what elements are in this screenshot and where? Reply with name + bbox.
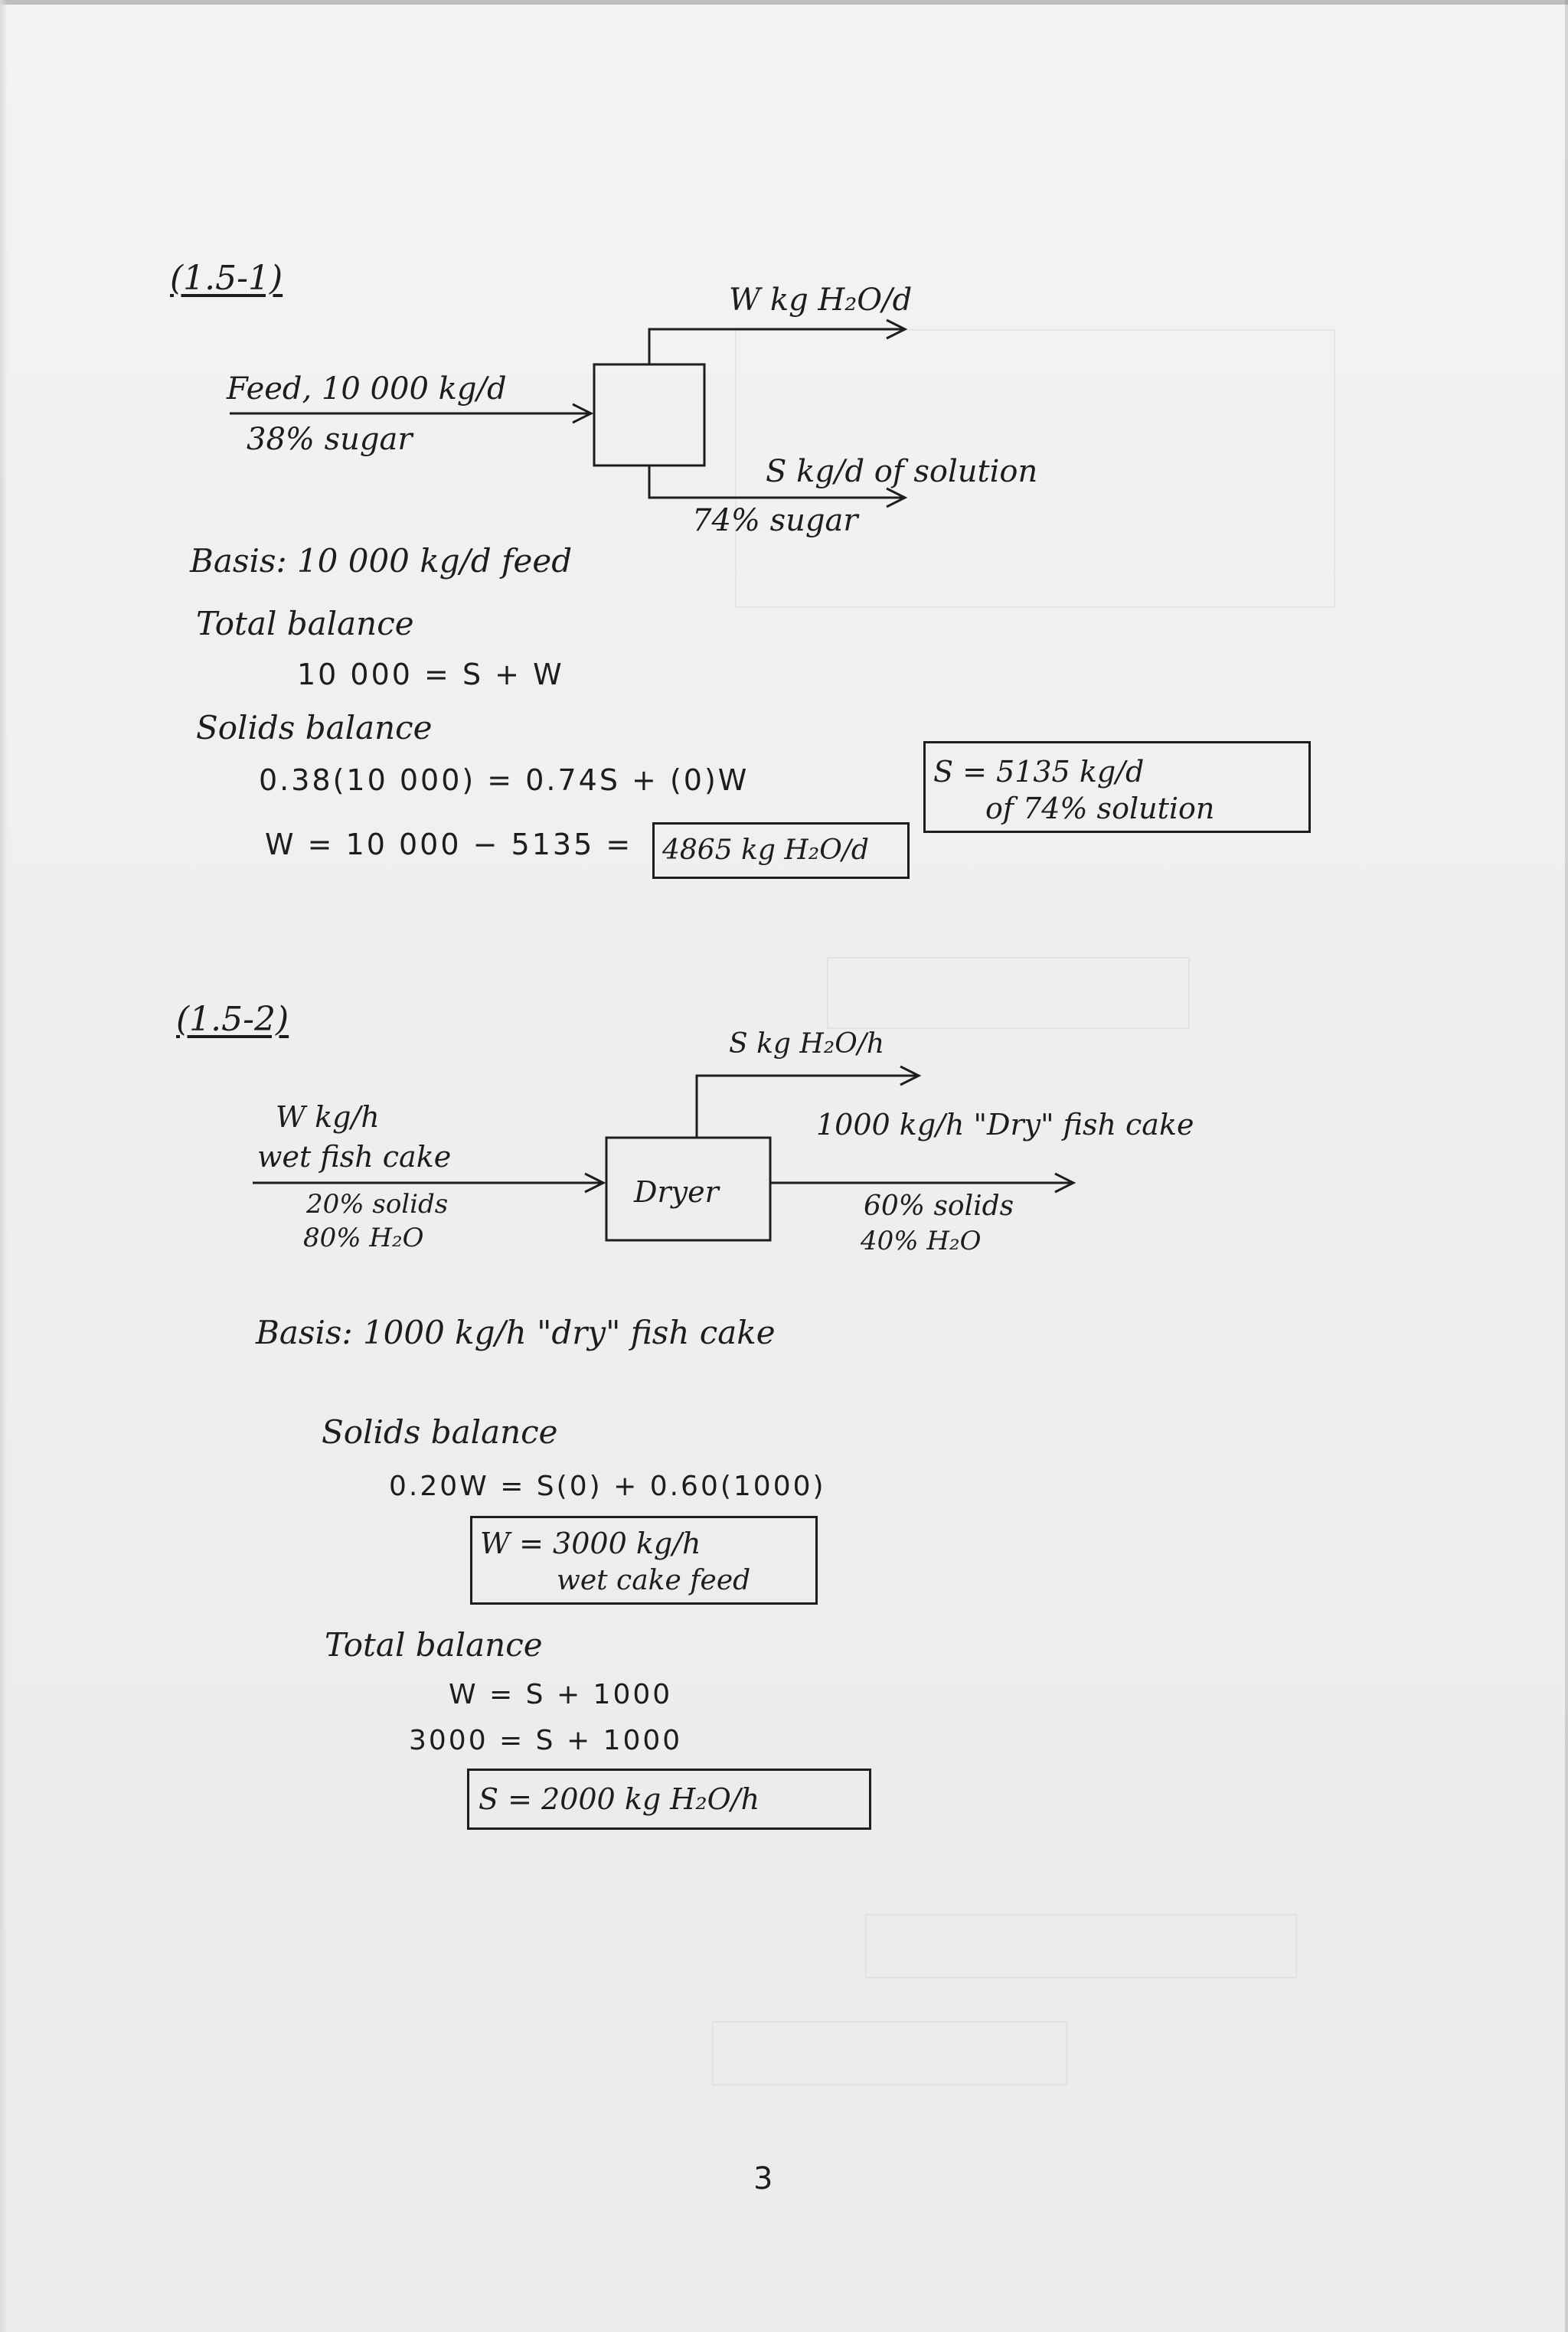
problem2-total-balance-title: Total balance (325, 1626, 543, 1664)
page-top-edge (0, 0, 1568, 5)
problem2-total-eq1: W = S + 1000 (449, 1679, 673, 1710)
problem1-w-eq: W = 10 000 − 5135 = (265, 828, 633, 861)
problem2-solids-eq: 0.20W = S(0) + 0.60(1000) (389, 1471, 826, 1502)
w-result: 4865 kg H₂O/d (662, 834, 869, 866)
water-arrowhead (886, 318, 908, 340)
product-label: S kg/d of solution (766, 454, 1038, 489)
problem2-label: (1.5-2) (176, 1000, 289, 1039)
problem1-total-balance-eq: 10 000 = S + W (297, 658, 564, 691)
wet-feed-solids: 20% solids (306, 1189, 449, 1220)
wet-feed-arrowhead (584, 1172, 606, 1194)
page-number: 3 (753, 2161, 776, 2196)
bleed-through-shadow (827, 957, 1190, 1029)
bleed-through-shadow (712, 2021, 1067, 2085)
dry-product-arrowhead (1054, 1172, 1076, 1194)
water-stream-label: W kg H₂O/d (729, 283, 913, 318)
wet-feed-description: wet fish cake (257, 1140, 452, 1174)
evaporated-water-line (695, 1074, 917, 1138)
page-left-edge (0, 0, 8, 2332)
water-stream-line (648, 328, 903, 364)
problem2-basis: Basis: 1000 kg/h "dry" fish cake (256, 1314, 776, 1351)
dry-product-label: 1000 kg/h "Dry" fish cake (816, 1108, 1194, 1142)
s-water-result-box: S = 2000 kg H₂O/h (467, 1769, 871, 1830)
feed-arrowhead (572, 403, 594, 424)
problem1-basis: Basis: 10 000 kg/d feed (190, 542, 573, 580)
evaporator-box (593, 363, 706, 467)
dryer-label: Dryer (634, 1175, 719, 1209)
page-right-edge (1565, 0, 1568, 2332)
evaporated-water-label: S kg H₂O/h (729, 1028, 885, 1060)
w-feed-result-box: W = 3000 kg/h wet cake feed (470, 1516, 818, 1605)
evaporated-water-arrowhead (900, 1065, 922, 1086)
bleed-through-shadow (735, 329, 1335, 608)
bleed-through-shadow (865, 1914, 1297, 1978)
w-feed-result-line2: wet cake feed (557, 1565, 751, 1596)
wet-feed-water: 80% H₂O (303, 1223, 424, 1253)
product-stream-line (648, 465, 903, 499)
product-arrowhead (886, 487, 908, 508)
problem1-label: (1.5-1) (170, 259, 283, 298)
problem1-solids-balance-title: Solids balance (196, 709, 433, 746)
s-result-line1: S = 5135 kg/d (933, 755, 1145, 789)
w-result-box: 4865 kg H₂O/d (652, 822, 910, 879)
problem1-total-balance-title: Total balance (196, 605, 414, 642)
s-result-box: S = 5135 kg/d of 74% solution (923, 741, 1311, 833)
problem1-solids-eq: 0.38(10 000) = 0.74S + (0)W (259, 763, 750, 797)
product-composition: 74% sugar (692, 503, 858, 538)
problem2-solids-balance-title: Solids balance (322, 1413, 558, 1451)
dry-product-water: 40% H₂O (861, 1226, 982, 1256)
s-result-line2: of 74% solution (985, 792, 1215, 825)
dry-product-solids: 60% solids (864, 1190, 1014, 1222)
w-feed-result-line1: W = 3000 kg/h (480, 1527, 701, 1560)
dryer-box (605, 1136, 772, 1242)
wet-feed-label: W kg/h (276, 1100, 380, 1134)
feed-composition: 38% sugar (247, 422, 413, 457)
feed-label: Feed, 10 000 kg/d (227, 371, 507, 407)
s-water-result: S = 2000 kg H₂O/h (479, 1782, 760, 1816)
problem2-total-eq2: 3000 = S + 1000 (409, 1725, 683, 1756)
